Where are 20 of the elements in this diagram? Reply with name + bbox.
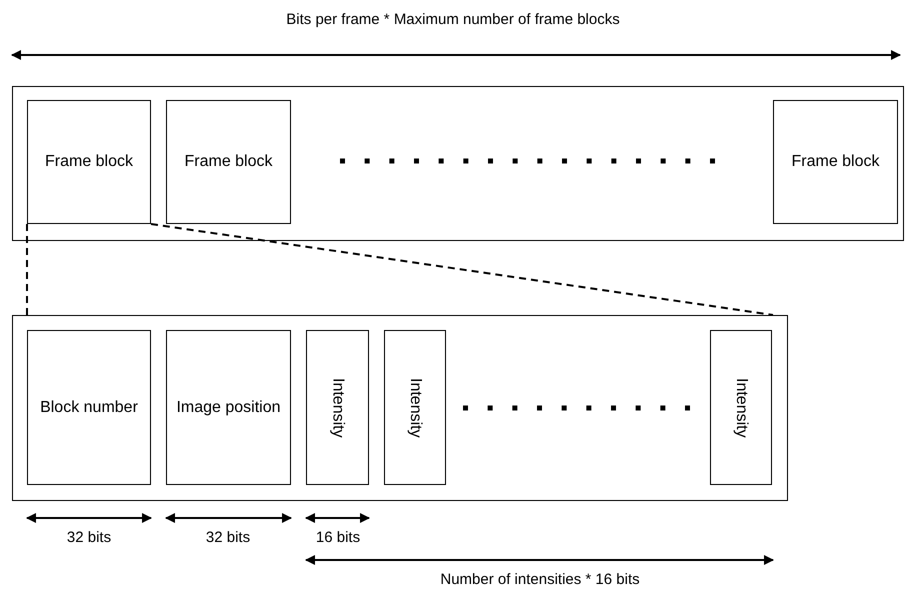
zoom-line — [26, 224, 28, 315]
block-label: Intensity — [406, 376, 425, 440]
container-box — [12, 86, 904, 241]
block-box — [773, 100, 898, 224]
zoom-line — [150, 223, 774, 316]
field-box — [306, 330, 369, 485]
block-label: Frame block — [44, 152, 134, 172]
block-box — [27, 330, 151, 485]
block-box — [27, 100, 151, 224]
block-label: Intensity — [328, 376, 348, 440]
block-label: Frame block — [790, 152, 881, 172]
block-label: Block number — [39, 398, 139, 418]
block-label: Frame block — [183, 152, 274, 172]
block-box — [166, 100, 291, 224]
container-box — [12, 315, 788, 501]
block-label: Intensity — [732, 376, 751, 440]
field-box — [710, 330, 772, 485]
block-label: Image position — [175, 398, 282, 418]
field-box — [384, 330, 446, 485]
block-box — [166, 330, 291, 485]
